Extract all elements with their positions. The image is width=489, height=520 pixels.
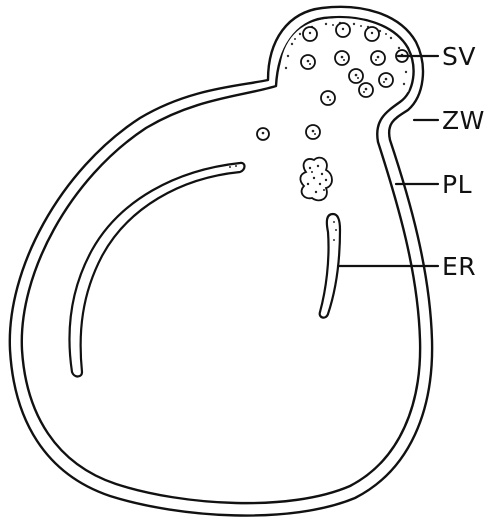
label-sv: SV: [442, 42, 476, 71]
er-tube-left: [69, 163, 244, 377]
golgi-cluster: [300, 158, 332, 201]
label-pl: PL: [442, 170, 472, 199]
label-er: ER: [442, 252, 476, 281]
label-zw: ZW: [442, 106, 485, 135]
